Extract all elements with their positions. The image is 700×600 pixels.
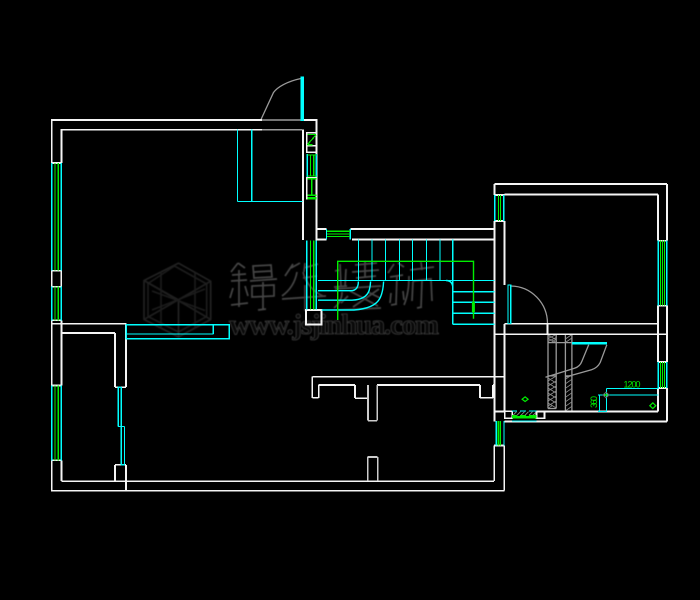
svg-text:360: 360 xyxy=(589,396,599,408)
svg-text:1200: 1200 xyxy=(624,379,641,389)
svg-text:www.jsjinhua.com: www.jsjinhua.com xyxy=(229,309,439,341)
